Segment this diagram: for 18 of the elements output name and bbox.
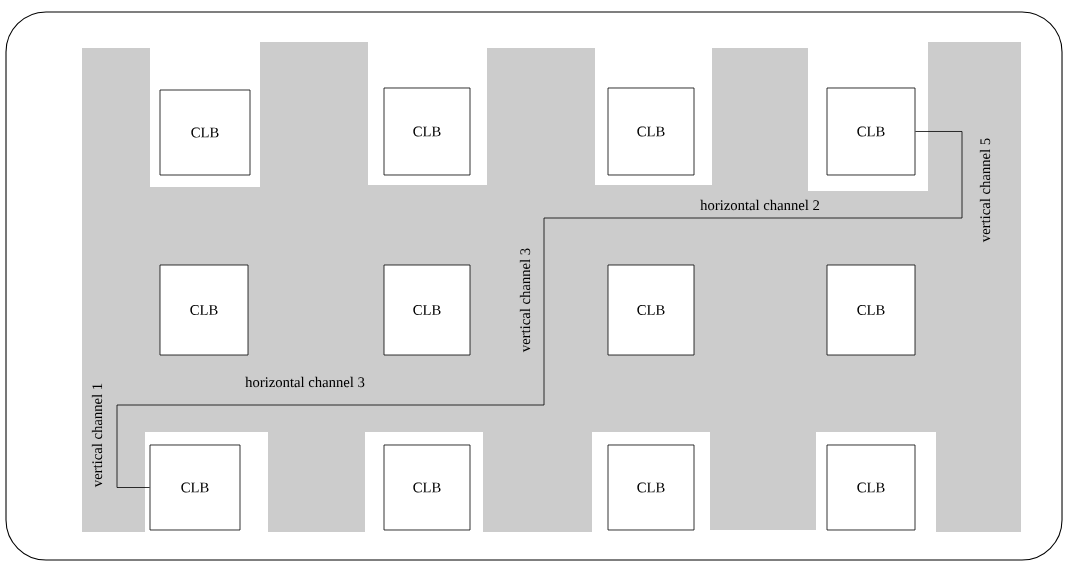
- clb-box: CLB: [383, 444, 471, 531]
- clb-box: CLB: [607, 87, 695, 176]
- clb-box: CLB: [826, 264, 916, 356]
- channel-label: vertical channel 1: [91, 383, 103, 488]
- wire: [116, 131, 963, 488]
- clb-box: CLB: [149, 444, 241, 531]
- clb-box: CLB: [159, 264, 249, 356]
- channel-label: vertical channel 5: [979, 138, 991, 243]
- clb-box: CLB: [607, 264, 695, 356]
- clb-box: CLB: [826, 444, 916, 531]
- channel-label: horizontal channel 3: [245, 376, 365, 388]
- clb-box: CLB: [607, 444, 695, 531]
- clb-box: CLB: [383, 264, 471, 356]
- clb-box: CLB: [826, 87, 916, 176]
- clb-box: CLB: [159, 89, 251, 176]
- channel-label: horizontal channel 2: [700, 199, 820, 211]
- clb-box: CLB: [383, 87, 471, 176]
- channel-label: vertical channel 3: [519, 248, 531, 353]
